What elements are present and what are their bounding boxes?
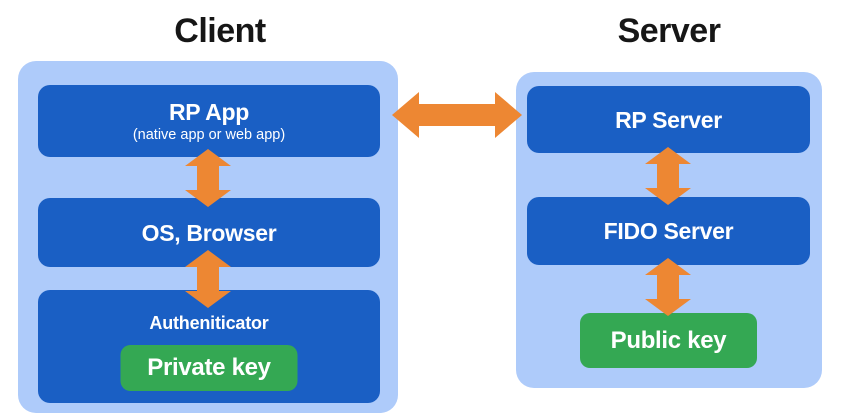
client-panel: RP App (native app or web app) OS, Brows… <box>18 61 398 413</box>
rp-app-sublabel: (native app or web app) <box>132 126 286 143</box>
private-key-box: Private key <box>120 345 298 391</box>
rp-app-os-browser-arrow-icon <box>185 149 231 207</box>
fido-server-label: FIDO Server <box>603 218 734 244</box>
server-panel: RP Server FIDO Server Public key <box>516 72 822 388</box>
public-key-box: Public key <box>580 313 757 368</box>
server-title: Server <box>617 12 721 50</box>
rp-server-fido-server-arrow-icon <box>645 147 691 205</box>
rp-server-box: RP Server <box>527 86 810 153</box>
os-browser-label: OS, Browser <box>141 219 277 246</box>
rp-server-label: RP Server <box>615 106 722 133</box>
private-key-label: Private key <box>147 354 271 381</box>
authenticator-box: Autheniticator Private key <box>38 290 380 403</box>
public-key-label: Public key <box>610 326 727 354</box>
fido-server-public-key-arrow-icon <box>645 258 691 316</box>
client-server-arrow-icon <box>392 92 522 138</box>
os-browser-authenticator-arrow-icon <box>185 250 231 308</box>
fido-server-box: FIDO Server <box>527 197 810 265</box>
authenticator-label: Autheniticator <box>149 313 269 333</box>
rp-app-label: RP App <box>169 98 249 125</box>
rp-app-box: RP App (native app or web app) <box>38 85 380 157</box>
client-title: Client <box>174 12 266 50</box>
